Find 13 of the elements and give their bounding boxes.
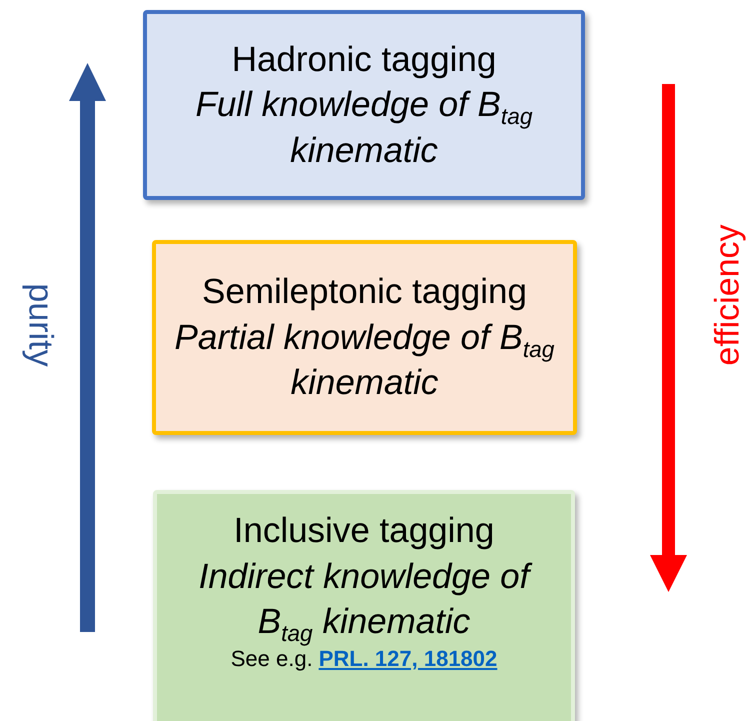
reference-link: PRL. 127, 181802 [318,644,498,672]
tagging-box [143,10,585,200]
box-description: Partial knowledge of B$_{tag}$ kinematic [174,316,556,404]
axis-label: efficiency [708,224,748,366]
tagging-box [153,490,575,721]
reference-note: See e.g. [230,646,313,673]
box-description: Indirect knowledge of B$_{tag}$ kinematic [171,554,557,644]
tagging-box [152,240,577,435]
box-heading: Inclusive tagging [234,510,494,552]
box-description: Full knowledge of B$_{tag}$ kinematic [194,84,534,172]
box-heading: Hadronic tagging [232,38,496,81]
box-heading: Semileptonic tagging [202,271,527,314]
axis-label: purity [20,283,60,367]
